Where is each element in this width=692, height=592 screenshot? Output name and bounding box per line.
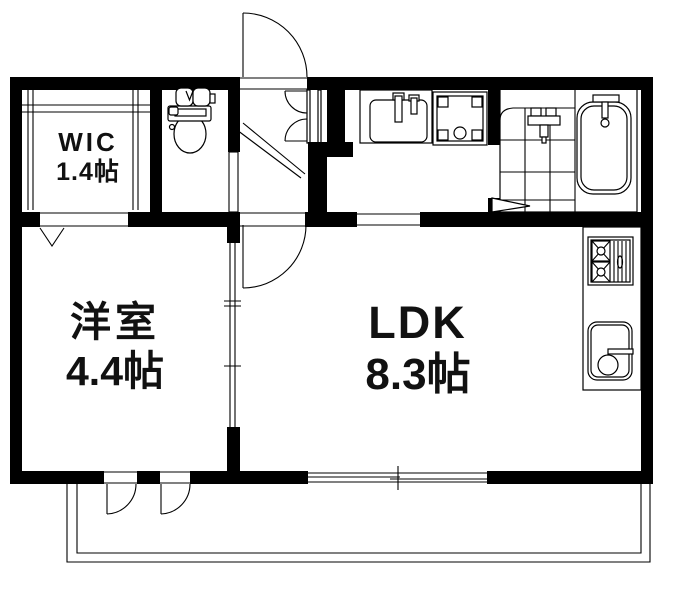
entrance-door-icon [240,12,308,90]
wall-segment [10,212,40,227]
washbasin-icon [359,89,433,144]
corridor-opening [357,213,420,226]
toilet-door [228,151,239,213]
hall-ldk-door-icon [238,212,307,289]
kitchen-counter [582,226,642,391]
wall-segment [128,212,240,227]
bathtub-icon [576,94,632,195]
wic-label: WIC [58,127,118,157]
bath-tile-grid [499,88,576,212]
wall-segment [488,88,500,145]
wall-segment [641,77,653,484]
bathroom-unit [491,87,638,213]
wall-segment [305,212,357,227]
sliding-window [308,466,487,490]
wic-area-label: 1.4帖 [56,158,120,186]
western-room-label: 洋室 [70,299,160,345]
casement-window-1 [104,471,137,515]
closet-hanger-pipe [22,90,150,210]
wall-segment [307,77,653,90]
wall-segment [137,471,160,484]
shower-faucet-icon [527,107,561,144]
wall-segment [150,90,162,212]
wall-segment [487,471,653,484]
toilet-icon [167,87,216,154]
kitchen-sink-icon [587,321,634,381]
casement-window-2 [160,471,191,515]
balcony-outline [66,484,651,563]
wall-segment [10,77,22,484]
walls [10,77,653,484]
wall-segment [227,212,240,243]
wall-segment [327,90,345,142]
wall-segment [308,157,327,212]
wall-segment [190,471,308,484]
wall-segment [227,427,240,471]
wall-segment [308,142,353,157]
gas-stove-icon [587,236,634,286]
sliding-door-partition [224,243,241,427]
wall-segment [420,212,653,227]
wall-segment [10,77,240,90]
folding-door-icon [39,212,128,247]
entrance-step-lines [236,122,306,179]
wall-segment [228,90,240,152]
western-room-area-label: 4.4帖 [66,348,164,394]
ldk-label: LDK [368,297,467,348]
bath-door-icon [491,197,531,213]
washing-machine-pan-icon [432,91,488,146]
shoe-cabinet-icon [284,89,322,144]
wall-segment [10,471,104,484]
ldk-area-label: 8.3帖 [365,350,471,399]
